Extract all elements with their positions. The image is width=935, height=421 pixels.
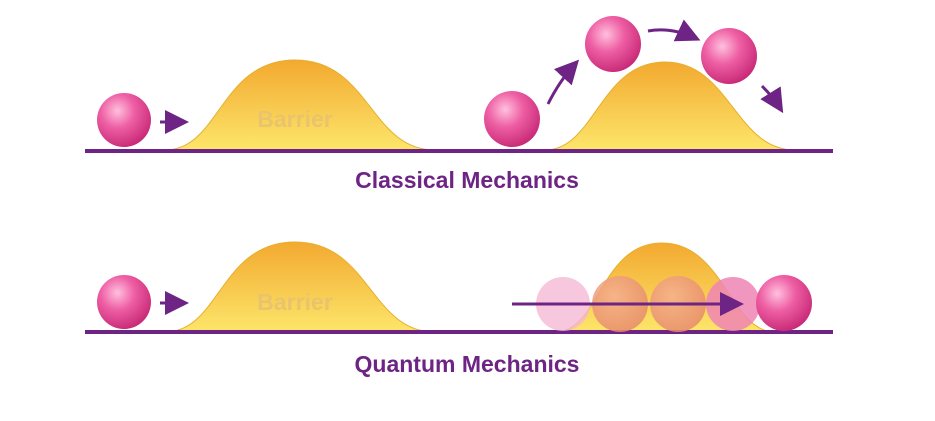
quantum-panel: Barrier Quantum Mechanics <box>85 241 833 377</box>
quantum-barrier-left <box>164 241 436 333</box>
quantum-ball-start <box>97 275 151 329</box>
classical-ball-top <box>701 28 757 84</box>
classical-arc-arrow <box>647 19 701 42</box>
classical-ball-launch <box>484 91 540 147</box>
classical-jump-arrow <box>546 59 580 105</box>
classical-caption: Classical Mechanics <box>355 167 579 193</box>
classical-ball-rising <box>585 16 641 72</box>
classical-panel: Barrier Classical Mechanics <box>85 16 833 193</box>
classical-descent-arrow <box>760 84 784 114</box>
classical-barrier-left <box>164 59 436 151</box>
quantum-caption: Quantum Mechanics <box>355 351 580 377</box>
classical-barrier-right <box>544 61 796 151</box>
classical-ball-start <box>97 93 151 147</box>
classical-barrier-label: Barrier <box>257 106 332 132</box>
quantum-barrier-label: Barrier <box>257 289 332 315</box>
quantum-ball-end <box>756 275 812 331</box>
